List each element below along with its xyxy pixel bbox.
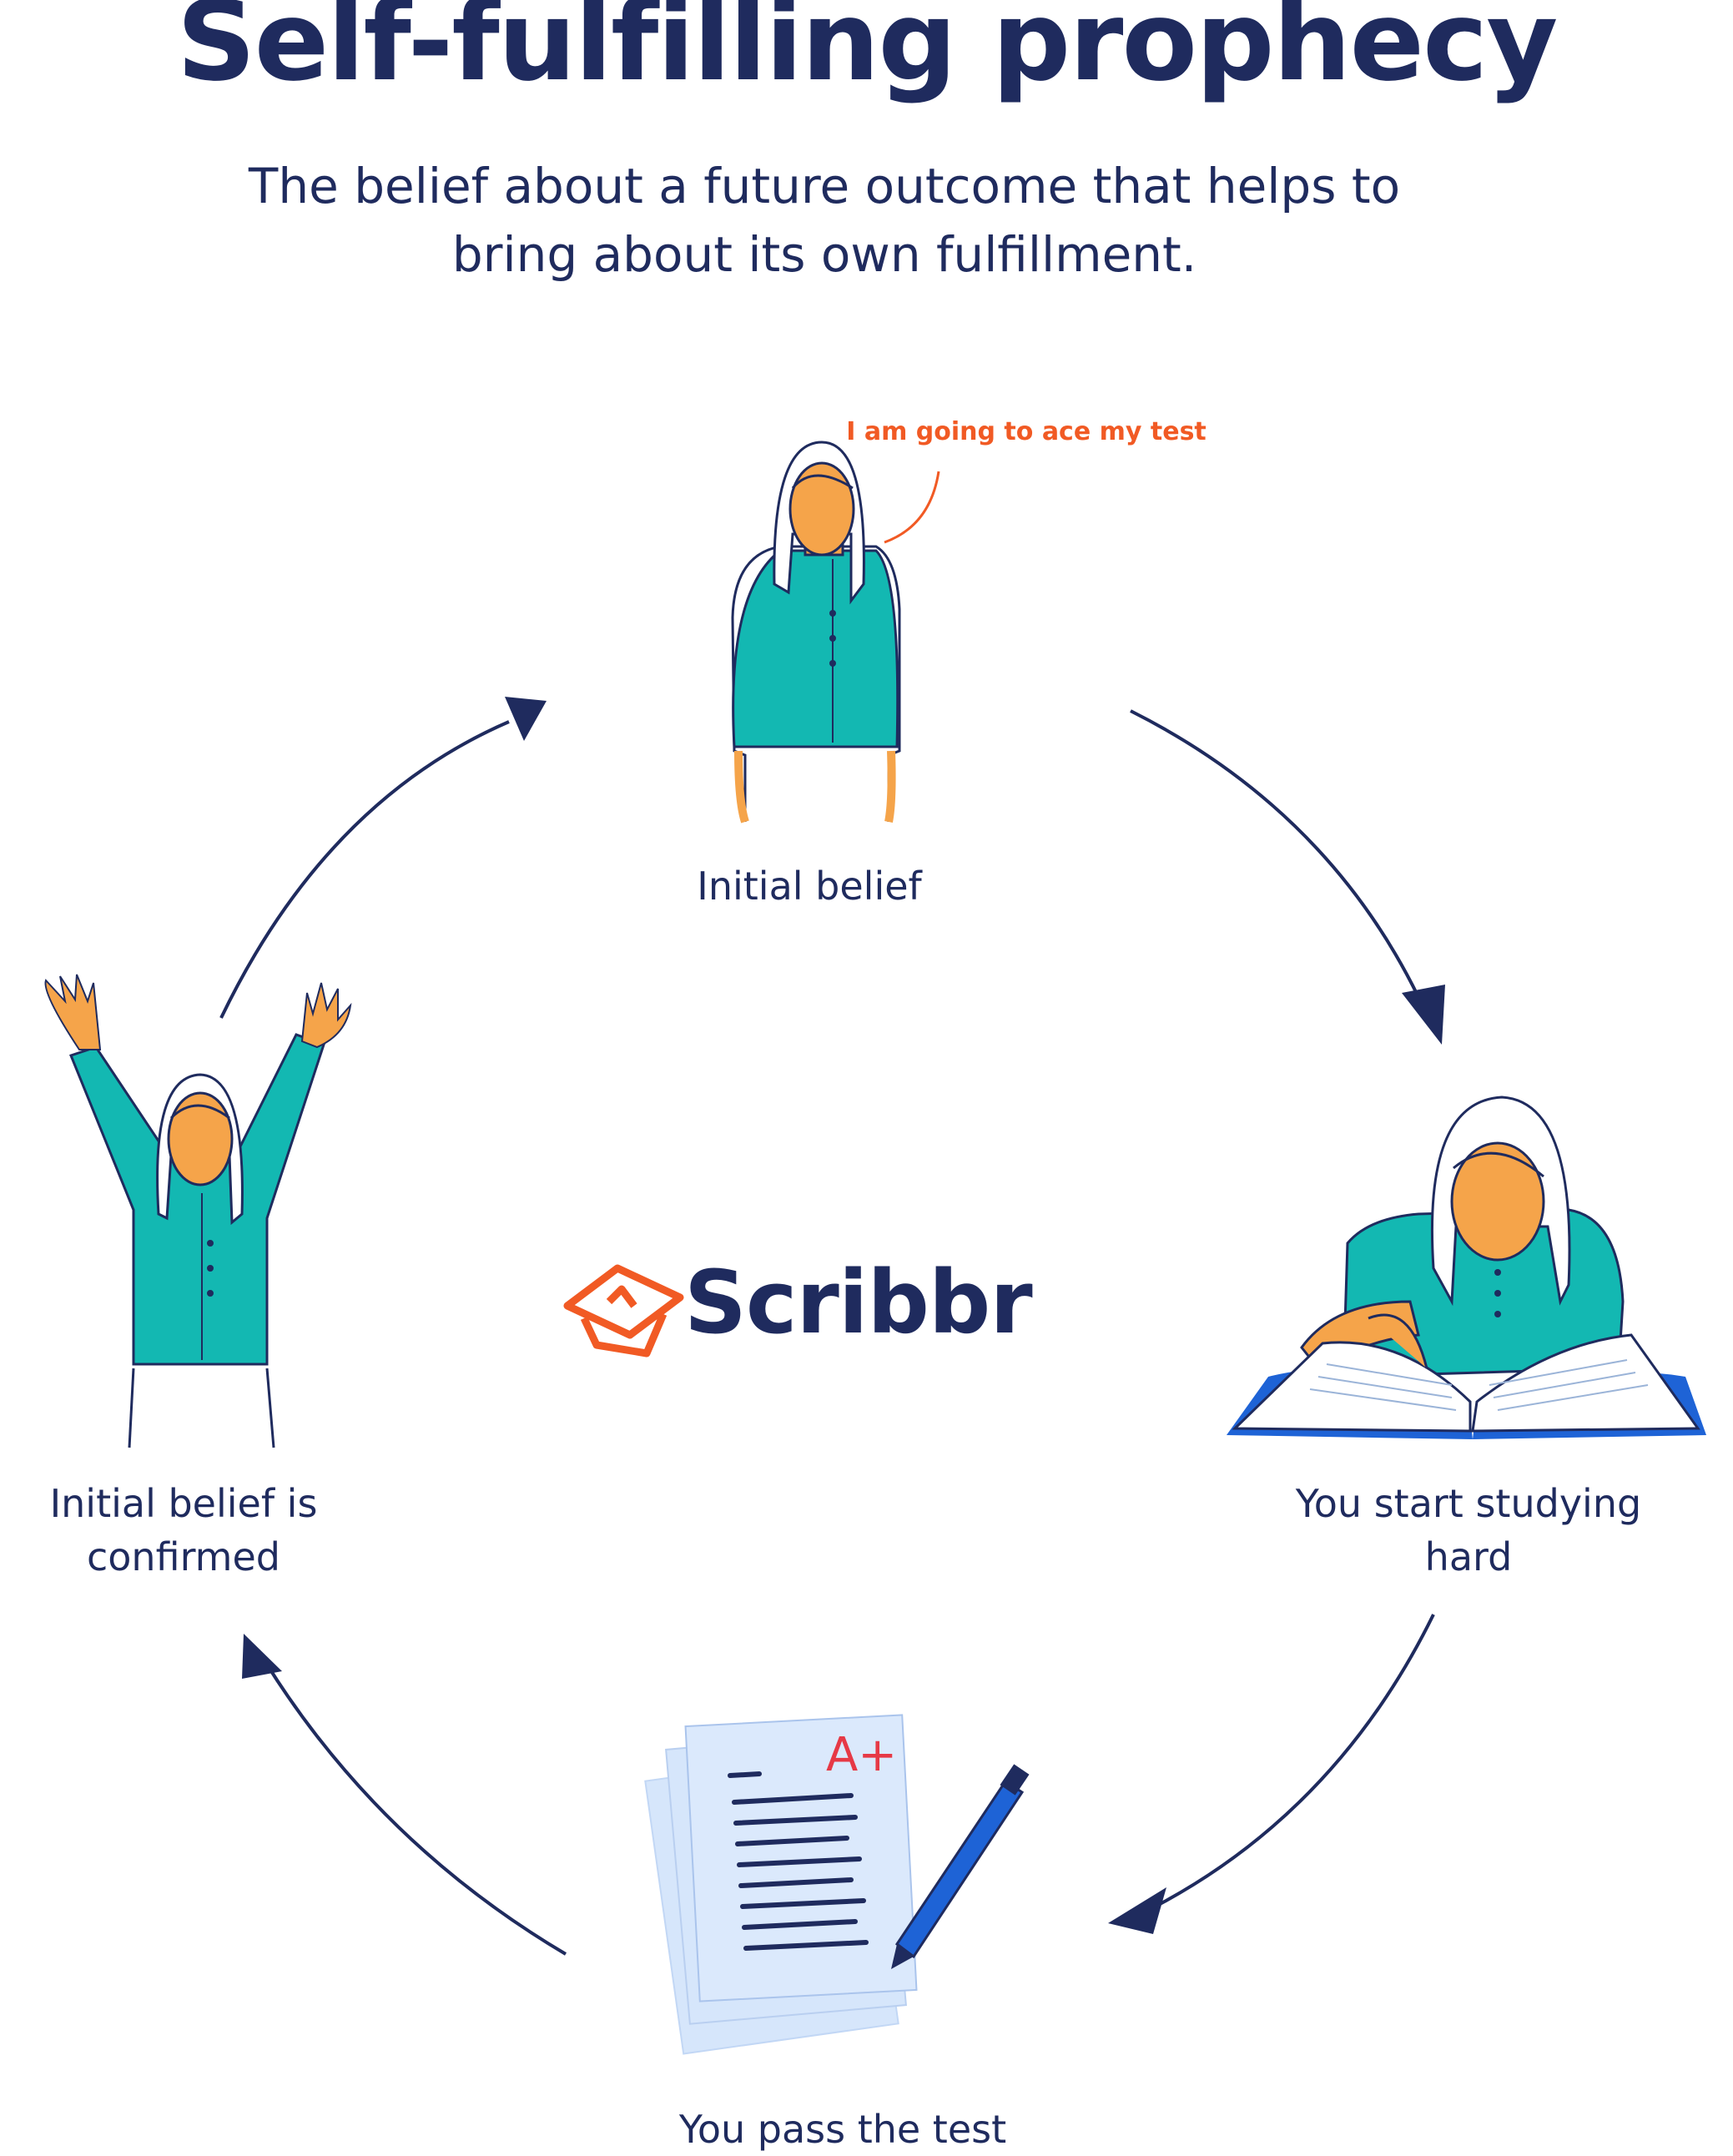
scribbr-logo-text: Scribbr xyxy=(684,1252,1033,1353)
step-label-confirmed: Initial belief is confirmed xyxy=(49,1481,318,1579)
celebrating-woman-illustration xyxy=(44,974,352,1448)
step-label-pass-test: You pass the test xyxy=(678,2107,1007,2152)
studying-woman-illustration xyxy=(1227,1096,1706,1439)
page-subtitle: The belief about a future outcome that h… xyxy=(248,158,1401,283)
scribbr-logo-icon xyxy=(563,1264,684,1358)
step-label-studying: You start studying hard xyxy=(1295,1481,1642,1579)
standing-woman-illustration xyxy=(731,441,940,824)
graded-test-illustration xyxy=(644,1714,1030,2055)
speech-bubble: I am going to ace my test xyxy=(846,417,1207,446)
arrow-studying-to-pass xyxy=(1108,1614,1435,1934)
arrow-confirmed-to-belief xyxy=(219,697,547,1019)
arrow-belief-to-studying xyxy=(1130,709,1445,1045)
step-label-initial-belief: Initial belief xyxy=(697,864,922,909)
grade-mark: A+ xyxy=(826,1728,897,1782)
page-title: Self-fulfilling prophecy xyxy=(176,0,1559,106)
arrow-pass-to-confirmed xyxy=(242,1634,567,1956)
